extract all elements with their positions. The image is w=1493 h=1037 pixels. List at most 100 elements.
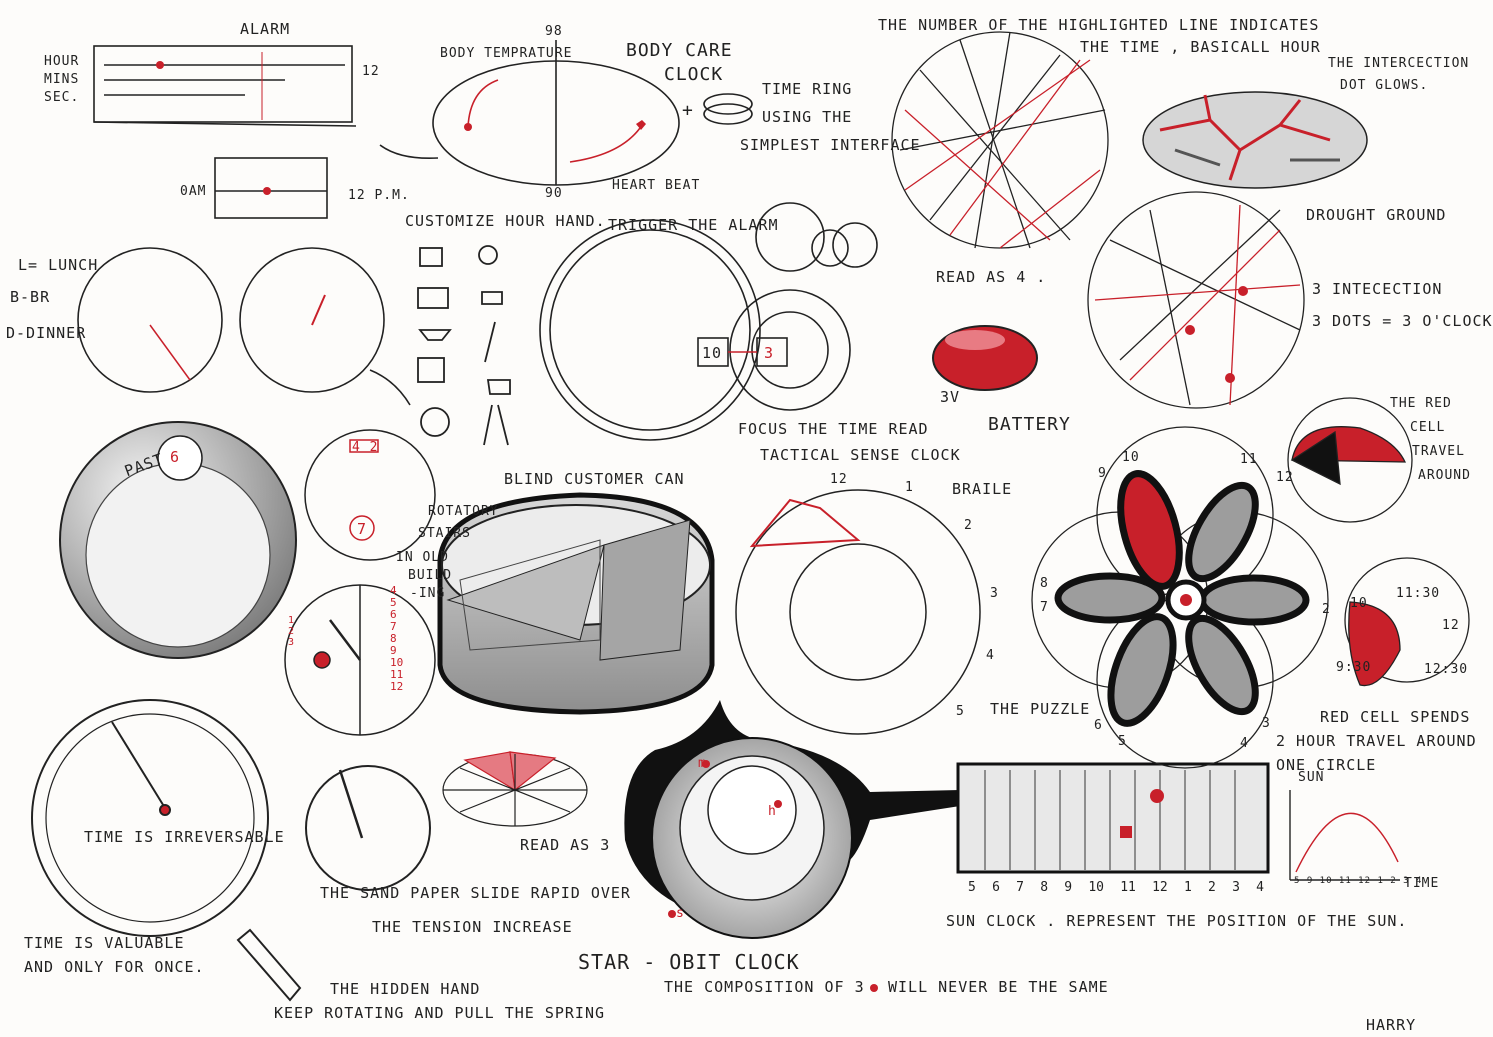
lines-read-as: READ AS 4 . <box>936 268 1047 286</box>
past-dial <box>59 421 297 659</box>
braille-number-12: 12 <box>830 472 848 487</box>
stairs-label-5: -ING <box>410 586 446 601</box>
tactical-right-value: 3 <box>764 344 775 362</box>
ruler-number: 11 <box>390 668 404 681</box>
flower-puzzle <box>1031 426 1329 769</box>
irreversible-clocks <box>31 699 431 1002</box>
alarm-day-end: 12 P.M. <box>348 188 410 203</box>
lines-clock <box>891 31 1305 409</box>
flower-number-2: 2 <box>1322 602 1331 617</box>
sun-graph-y-label: SUN <box>1298 770 1325 785</box>
red-cell-note-2: CELL <box>1410 420 1446 435</box>
meal-lunch: L= LUNCH <box>18 256 99 274</box>
star-orbit-title: STAR - OBIT CLOCK <box>578 950 800 974</box>
puzzle-label: THE PUZZLE <box>990 700 1091 718</box>
stairs-dial <box>284 429 436 736</box>
red-cell-note-3: TRAVEL <box>1412 444 1465 459</box>
sand-note-2: THE TENSION INCREASE <box>372 918 573 936</box>
flower-number-6: 6 <box>1094 718 1103 733</box>
valuable-note-2: AND ONLY FOR ONCE. <box>24 958 205 976</box>
tactical-focus-label: FOCUS THE TIME READ <box>738 420 929 438</box>
time-ring-text-3: SIMPLEST INTERFACE <box>740 136 921 154</box>
small-time-label: 11:30 <box>1396 586 1441 601</box>
ruler-number: 1 <box>288 615 295 626</box>
ruler-number: 9 <box>390 644 397 657</box>
past-value: 6 <box>170 448 181 466</box>
red-cell-circles <box>1287 397 1470 687</box>
sun-graph-x-label: TIME <box>1404 876 1440 891</box>
glow-note-1: THE INTERCECTION <box>1328 56 1470 71</box>
drought-label: DROUGHT GROUND <box>1306 206 1447 224</box>
braille-number-3: 3 <box>990 586 999 601</box>
composition-dot <box>870 984 878 992</box>
body-care-clock <box>379 40 753 186</box>
ruler-number: 2 <box>288 626 295 637</box>
stairs-ruler-left: 1 2 3 <box>288 615 294 648</box>
alarm-day-start: 0AM <box>180 184 207 199</box>
ruler-number: 4 <box>390 584 397 597</box>
alarm-title: ALARM <box>240 20 291 38</box>
dots-label: 3 DOTS = 3 O'CLOCK <box>1312 312 1493 330</box>
alarm-max-label: 12 <box>362 64 380 79</box>
flower-number-11: 11 <box>1240 452 1258 467</box>
small-930-label: 9:30 <box>1336 660 1372 675</box>
hour-hand-icons <box>417 245 511 446</box>
plus-sign: + <box>682 100 694 121</box>
red-cell-note-4: AROUND <box>1418 468 1471 483</box>
trigger-alarm: TRIGGER THE ALARM <box>608 216 779 234</box>
body-care-title-1: BODY CARE <box>626 40 733 61</box>
sun-graph-ticks: 5 9 10 11 12 1 2 3 4 <box>1294 876 1423 886</box>
ruler-number: 3 <box>288 637 295 648</box>
tactical-title: TACTICAL SENSE CLOCK <box>760 446 961 464</box>
sun-hour: 5 <box>968 880 976 895</box>
composition-label: THE COMPOSITION OF 3 <box>664 978 865 996</box>
braille-number-4: 4 <box>986 648 995 663</box>
intersection-label: 3 INTECECTION <box>1312 280 1443 298</box>
orbit-m-label: m <box>698 756 707 771</box>
ruler-number: 5 <box>390 596 397 609</box>
battery-voltage: 3V <box>940 388 961 406</box>
sand-note-4: KEEP ROTATING AND PULL THE SPRING <box>274 1004 606 1022</box>
battery <box>932 325 1038 391</box>
sand-note-3: THE HIDDEN HAND <box>330 980 481 998</box>
braille-label: BRAILE <box>952 480 1013 498</box>
time-ring-text-2: USING THE <box>762 108 853 126</box>
sun-hour: 4 <box>1256 880 1264 895</box>
sun-hour: 1 <box>1183 880 1192 895</box>
sun-graph <box>1289 790 1400 881</box>
small-1230-label: 12:30 <box>1424 662 1469 677</box>
flower-number-12: 12 <box>1276 470 1294 485</box>
alarm-row-sec: SEC. <box>44 90 80 105</box>
orbit-h-label: h <box>768 804 777 819</box>
star-orbit-clock <box>624 700 960 939</box>
alarm-sketch <box>93 45 357 219</box>
sun-hour: 3 <box>1232 880 1240 895</box>
flower-number-3: 3 <box>1262 716 1271 731</box>
lines-note-1: THE NUMBER OF THE HIGHLIGHTED LINE INDIC… <box>878 16 1320 34</box>
spend-note-1: RED CELL SPENDS <box>1320 708 1471 726</box>
flower-number-10: 10 <box>1122 450 1140 465</box>
sand-note-1: THE SAND PAPER SLIDE RAPID OVER <box>320 884 631 902</box>
alarm-row-hour: HOUR <box>44 54 80 69</box>
sun-clock-label: SUN CLOCK . REPRESENT THE POSITION OF TH… <box>946 912 1408 930</box>
braille-number-2: 2 <box>964 518 973 533</box>
stairs-label-4: BUILD <box>408 568 453 583</box>
flower-number-7: 7 <box>1040 600 1049 615</box>
customize-hour-hand: CUSTOMIZE HOUR HAND. <box>405 212 606 230</box>
stair-cylinder <box>437 492 715 715</box>
sun-clock-bar <box>956 762 1270 874</box>
never-same-label: WILL NEVER BE THE SAME <box>888 978 1109 996</box>
tactical-left-value: 10 <box>702 344 723 362</box>
small-twelve-label: 12 <box>1442 618 1460 633</box>
stairs-label-2: STAIRS <box>418 526 471 541</box>
stairs-bottom-value: 7 <box>357 520 368 538</box>
sun-hour: 7 <box>1016 880 1024 895</box>
signature: HARRY <box>1366 1016 1417 1034</box>
stairs-ruler-numbers: 4 5 6 7 8 9 10 11 12 <box>390 585 420 735</box>
spend-note-2: 2 HOUR TRAVEL AROUND <box>1276 732 1477 750</box>
lines-note-2: THE TIME , BASICALL HOUR <box>1080 38 1321 56</box>
body-temp-label: BODY TEMPRATURE <box>440 46 573 61</box>
battery-label: BATTERY <box>988 414 1071 435</box>
ruler-number: 10 <box>390 656 404 669</box>
